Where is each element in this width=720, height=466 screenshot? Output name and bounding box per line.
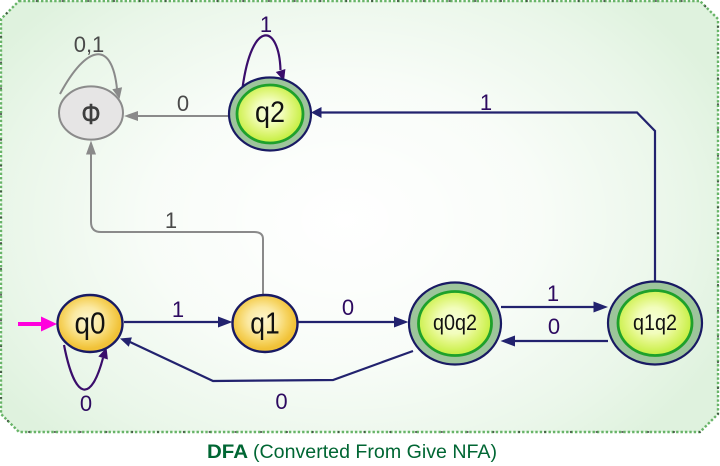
svg-text:0: 0: [177, 91, 189, 116]
svg-text:1: 1: [165, 208, 177, 233]
svg-text:1: 1: [172, 297, 184, 322]
svg-text:DFA: DFA: [207, 441, 248, 463]
svg-text:0,1: 0,1: [74, 32, 105, 57]
svg-text:q0q2: q0q2: [433, 310, 477, 335]
svg-text:q1q2: q1q2: [633, 310, 677, 335]
svg-text:q2: q2: [255, 96, 285, 129]
svg-text:1: 1: [480, 90, 492, 115]
svg-text:0: 0: [275, 389, 287, 414]
svg-text:1: 1: [547, 281, 559, 306]
svg-text:1: 1: [260, 12, 272, 37]
svg-text:q0: q0: [75, 306, 106, 341]
svg-text:0: 0: [548, 314, 560, 339]
svg-text:q1: q1: [250, 306, 280, 341]
svg-text:Φ: Φ: [82, 99, 101, 131]
svg-text:0: 0: [342, 295, 354, 320]
svg-text:0: 0: [80, 391, 92, 416]
svg-text:(Converted From Give NFA): (Converted From Give NFA): [253, 441, 497, 463]
